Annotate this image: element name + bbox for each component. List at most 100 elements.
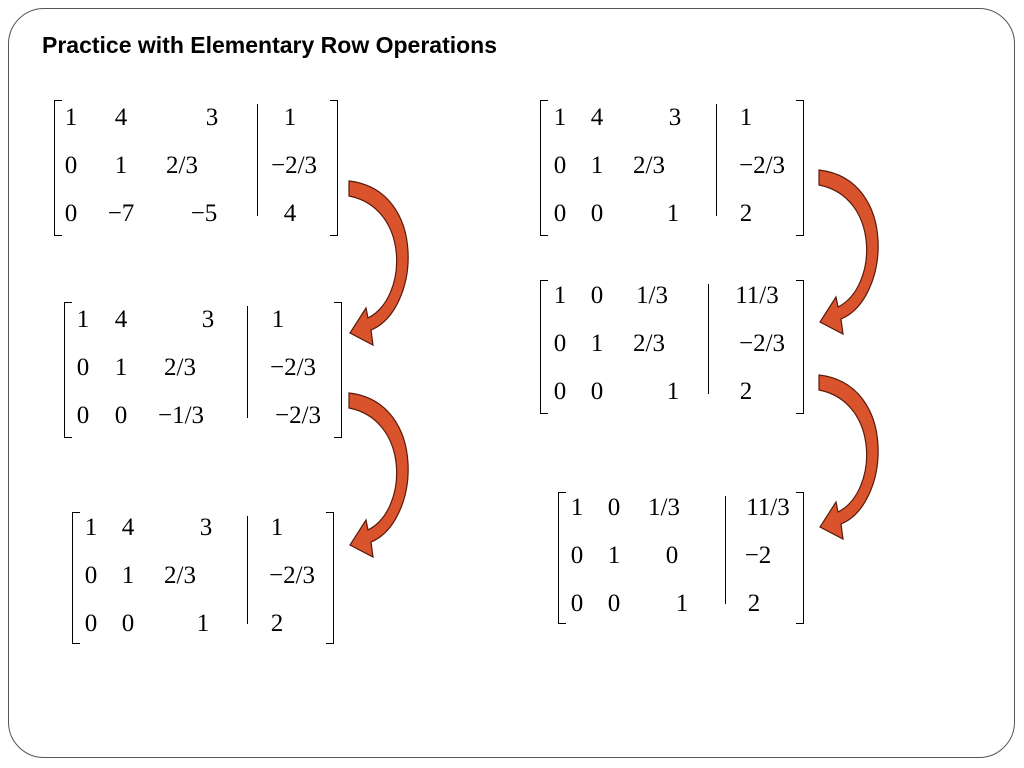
matrix-entry: 4 <box>114 104 128 131</box>
matrix-entry: 1 <box>590 152 604 179</box>
bracket-right <box>796 100 804 236</box>
matrix-entry: 1 <box>64 104 78 131</box>
augment-bar <box>247 306 248 418</box>
matrix-entry: 1 <box>270 514 284 541</box>
matrix-entry: 0 <box>665 542 679 569</box>
curved-arrow-icon <box>348 180 409 347</box>
matrix-entry: 1/3 <box>648 494 680 521</box>
matrix-entry: 3 <box>201 306 215 333</box>
matrix-entry: 0 <box>64 200 78 227</box>
bracket-right <box>330 100 338 236</box>
matrix-entry: −1/3 <box>157 402 205 429</box>
matrix-entry: 1 <box>666 200 680 227</box>
matrix-entry: 0 <box>553 152 567 179</box>
matrix-entry: −2 <box>744 542 772 569</box>
matrix-left-1: 1 4 3 1 0 1 2/3 −2/3 0 −7 −5 4 <box>54 100 338 236</box>
matrix-entry: 1 <box>84 514 98 541</box>
augment-bar <box>257 104 258 216</box>
matrix-entry: 1 <box>114 152 128 179</box>
matrix-entry: 11/3 <box>746 494 790 521</box>
bracket-left <box>540 280 548 414</box>
matrix-left-3: 1 4 3 1 0 1 2/3 −2/3 0 0 1 2 <box>72 512 334 644</box>
matrix-entry: 0 <box>76 354 90 381</box>
matrix-entry: 4 <box>114 306 128 333</box>
bracket-right <box>796 492 804 624</box>
matrix-entry: 0 <box>64 152 78 179</box>
bracket-left <box>540 100 548 236</box>
matrix-entry: 0 <box>76 402 90 429</box>
matrix-entry: 0 <box>590 200 604 227</box>
bracket-right <box>796 280 804 414</box>
matrix-entry: 2 <box>739 378 753 405</box>
matrix-entry: 4 <box>283 200 297 227</box>
matrix-entry: −2/3 <box>738 330 786 357</box>
slide-title: Practice with Elementary Row Operations <box>42 32 498 58</box>
curved-arrow-icon <box>818 169 879 336</box>
matrix-entry: 0 <box>553 378 567 405</box>
curved-arrow-icon <box>818 374 879 541</box>
augment-bar <box>708 284 709 394</box>
augment-bar <box>716 104 717 216</box>
slide-frame <box>8 8 1015 758</box>
matrix-entry: 0 <box>553 200 567 227</box>
bracket-right <box>326 512 334 644</box>
matrix-right-2: 1 0 1/3 11/3 0 1 2/3 −2/3 0 0 1 2 <box>540 280 804 414</box>
matrix-entry: 0 <box>570 590 584 617</box>
bracket-right <box>334 302 342 438</box>
matrix-entry: 2/3 <box>164 354 196 381</box>
bracket-left <box>558 492 566 624</box>
matrix-entry: −2/3 <box>738 152 786 179</box>
matrix-entry: 1 <box>607 542 621 569</box>
curved-arrow-icon <box>348 392 409 559</box>
matrix-entry: −2/3 <box>269 354 317 381</box>
matrix-entry: 1 <box>121 562 135 589</box>
matrix-right-3: 1 0 1/3 11/3 0 1 0 −2 0 0 1 2 <box>558 492 804 624</box>
matrix-entry: −7 <box>107 200 135 227</box>
matrix-entry: 0 <box>114 402 128 429</box>
bracket-left <box>64 302 72 438</box>
matrix-entry: 1 <box>283 104 297 131</box>
augment-bar <box>725 496 726 604</box>
matrix-entry: 1 <box>196 610 210 637</box>
matrix-entry: 11/3 <box>735 282 779 309</box>
matrix-entry: 1 <box>675 590 689 617</box>
matrix-entry: 4 <box>590 104 604 131</box>
matrix-entry: 1/3 <box>636 282 668 309</box>
matrix-entry: −5 <box>190 200 218 227</box>
matrix-entry: 2/3 <box>633 330 665 357</box>
augment-bar <box>247 516 248 624</box>
matrix-entry: −2/3 <box>274 402 322 429</box>
matrix-entry: 0 <box>590 378 604 405</box>
matrix-entry: 1 <box>739 104 753 131</box>
matrix-entry: 0 <box>607 494 621 521</box>
matrix-entry: 0 <box>590 282 604 309</box>
matrix-entry: 1 <box>570 494 584 521</box>
matrix-entry: 1 <box>590 330 604 357</box>
matrix-entry: 2 <box>739 200 753 227</box>
matrix-entry: 3 <box>199 514 213 541</box>
matrix-entry: 3 <box>205 104 219 131</box>
bracket-left <box>72 512 80 644</box>
matrix-entry: −2/3 <box>270 152 318 179</box>
matrix-entry: 1 <box>114 354 128 381</box>
matrix-right-1: 1 4 3 1 0 1 2/3 −2/3 0 0 1 2 <box>540 100 804 236</box>
matrix-entry: 1 <box>271 306 285 333</box>
matrix-left-2: 1 4 3 1 0 1 2/3 −2/3 0 0 −1/3 −2/3 <box>64 302 342 438</box>
matrix-entry: 0 <box>84 610 98 637</box>
matrix-entry: 1 <box>76 306 90 333</box>
matrix-entry: 3 <box>668 104 682 131</box>
matrix-entry: −2/3 <box>268 562 316 589</box>
matrix-entry: 4 <box>121 514 135 541</box>
matrix-entry: 0 <box>84 562 98 589</box>
matrix-entry: 1 <box>666 378 680 405</box>
matrix-entry: 2/3 <box>633 152 665 179</box>
matrix-entry: 0 <box>121 610 135 637</box>
matrix-entry: 1 <box>553 282 567 309</box>
matrix-entry: 0 <box>607 590 621 617</box>
matrix-entry: 2 <box>747 590 761 617</box>
matrix-entry: 2/3 <box>164 562 196 589</box>
matrix-entry: 2/3 <box>166 152 198 179</box>
matrix-entry: 1 <box>553 104 567 131</box>
bracket-left <box>54 100 62 236</box>
